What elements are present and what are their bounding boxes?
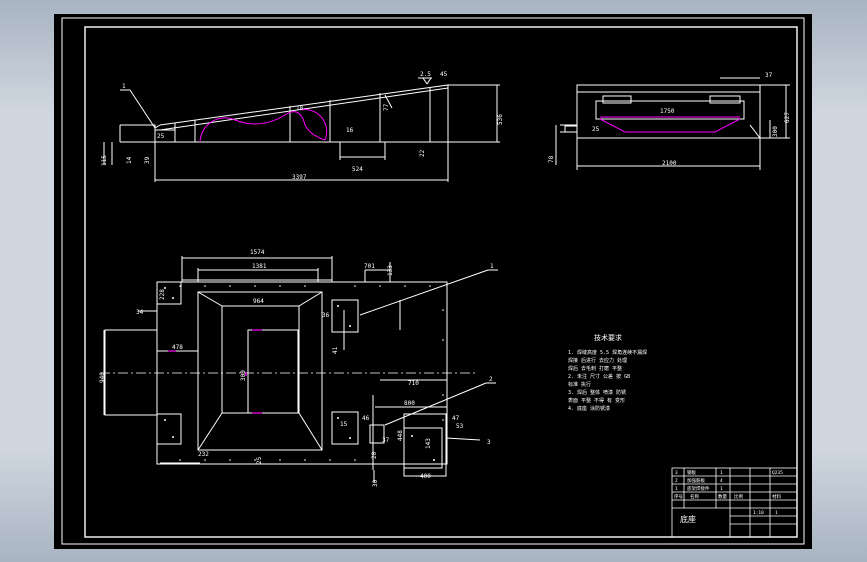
tb-sheet: 1 bbox=[775, 510, 778, 516]
tb-r2-no: 2 bbox=[675, 478, 678, 484]
side-dim-rise: 22 bbox=[419, 149, 426, 157]
sheet-border bbox=[61, 17, 805, 545]
note-line-2: 焊接 后进行 去应力 处理 bbox=[568, 357, 627, 364]
side-dim-left-offset: 39 bbox=[144, 156, 151, 164]
side-view-labels: 1 3397 536 115 14 39 25 22 77 18 2.5 16 … bbox=[101, 71, 504, 181]
plan-dim-rx11: 30 bbox=[372, 479, 379, 487]
plan-dim-pad: 701 bbox=[364, 263, 375, 270]
plan-dim-left-block: 34 bbox=[136, 309, 144, 316]
callout-3: 3 bbox=[487, 439, 491, 446]
note-line-5: 标准 执行 bbox=[568, 381, 591, 388]
side-view-cutouts bbox=[199, 109, 328, 143]
tb-hdr-name: 名称 bbox=[690, 493, 699, 500]
note-line-7: 表面 平整 不得 有 变形 bbox=[568, 397, 625, 404]
end-view-labels: 2100 1750 37 627 300 25 78 bbox=[548, 72, 791, 167]
tb-r3-no: 1 bbox=[675, 486, 678, 492]
end-dim-right: 300 bbox=[772, 126, 779, 137]
technical-notes: 技术要求 1. 焊缝高度 5.5 焊角连续不漏焊 焊接 后进行 去应力 处理 焊… bbox=[568, 333, 647, 412]
plan-dim-height: 940 bbox=[99, 372, 106, 383]
side-dim-slope: 77 bbox=[383, 103, 390, 111]
end-dim-width: 2100 bbox=[662, 160, 677, 167]
plan-dim-rx12: 20 bbox=[371, 451, 378, 459]
note-line-6: 3. 焊后 整体 喷漆 防锈 bbox=[568, 389, 626, 396]
plan-dim-rx13: 46 bbox=[362, 415, 370, 422]
end-dim-center: 1750 bbox=[660, 108, 675, 115]
plan-dim-rx7: 400 bbox=[420, 473, 431, 480]
tb-r3-name: 底架焊接件 bbox=[687, 485, 710, 492]
tb-drawing-name: 底座 bbox=[680, 514, 696, 524]
tb-r3-qty: 1 bbox=[720, 486, 723, 492]
plan-dim-right-w: 710 bbox=[408, 380, 419, 387]
side-part-label: 1 bbox=[122, 83, 126, 90]
side-dim-step: 25 bbox=[157, 133, 165, 140]
tb-hdr-no: 序号 bbox=[674, 493, 683, 500]
plan-dim-rx10: 41 bbox=[332, 346, 339, 354]
plan-dim-overall: 1574 bbox=[250, 249, 265, 256]
plan-dim-bottom: 232 bbox=[198, 451, 209, 458]
note-line-1: 1. 焊缝高度 5.5 焊角连续不漏焊 bbox=[568, 349, 647, 356]
end-dim-top: 37 bbox=[765, 72, 773, 79]
title-block-text: 3 钢板 1 Q235 2 加强筋板 4 1 底架焊接件 1 序号 名称 数量 … bbox=[674, 469, 783, 524]
tb-r2-name: 加强筋板 bbox=[687, 477, 705, 484]
plan-dim-ref: 25 bbox=[256, 456, 263, 464]
tb-r2-qty: 4 bbox=[720, 478, 723, 484]
plan-dim-rx4: 53 bbox=[456, 423, 464, 430]
plan-view-callouts bbox=[359, 269, 498, 441]
end-dim-height: 627 bbox=[784, 112, 791, 123]
note-line-3: 焊后 去毛刺 打磨 平整 bbox=[568, 365, 622, 372]
side-dim-angle: 18 bbox=[296, 105, 304, 112]
tb-hdr-qty: 数量 bbox=[718, 493, 727, 500]
tb-scale: 1:10 bbox=[753, 510, 764, 516]
side-dim-left-gap: 115 bbox=[101, 155, 108, 166]
tb-hdr-scale: 比例 bbox=[734, 493, 743, 500]
plan-view-bolts bbox=[164, 285, 444, 461]
plan-dim-rib: 228 bbox=[159, 289, 166, 300]
plan-dim-left-width: 478 bbox=[172, 344, 183, 351]
tb-r1-qty: 1 bbox=[720, 470, 723, 476]
plan-view-accents bbox=[168, 329, 262, 414]
end-view-accent bbox=[599, 116, 741, 133]
callout-2: 2 bbox=[489, 376, 493, 383]
tb-r1-no: 3 bbox=[675, 470, 678, 476]
plan-dim-rx5: 143 bbox=[425, 438, 432, 449]
side-dim-total-length: 3397 bbox=[292, 174, 307, 181]
end-view bbox=[555, 77, 790, 170]
plan-dim-rx8: 15 bbox=[340, 421, 348, 428]
tb-hdr-mat: 材料 bbox=[772, 493, 781, 500]
plan-dim-rx6: 448 bbox=[397, 430, 404, 441]
plan-dim-mid: 300 bbox=[240, 370, 247, 381]
drawing-frame bbox=[84, 26, 798, 538]
note-line-4: 2. 未注 尺寸 公差 按 GB bbox=[568, 373, 630, 380]
plan-dim-inner-box: 964 bbox=[253, 298, 264, 305]
plan-view-labels: 1574 1381 964 478 940 300 701 133 34 228… bbox=[99, 249, 494, 487]
plan-dim-rx9: 37 bbox=[382, 437, 390, 444]
plan-dim-rx2: 36 bbox=[322, 312, 330, 319]
end-dim-left-base: 78 bbox=[548, 155, 555, 163]
note-line-8: 4. 底座 涂防锈漆 bbox=[568, 405, 610, 412]
side-dim-top: 2.5 bbox=[420, 71, 431, 78]
tb-r1-mat: Q235 bbox=[772, 470, 783, 476]
plan-dim-inner-top: 1381 bbox=[252, 263, 267, 270]
plan-dim-rx1: 800 bbox=[404, 400, 415, 407]
side-dim-left-small: 14 bbox=[126, 156, 133, 164]
callout-1: 1 bbox=[490, 263, 494, 270]
plan-dim-rx3: 47 bbox=[452, 415, 460, 422]
side-dim-base-seg: 524 bbox=[352, 166, 363, 173]
side-dim-top-right: 45 bbox=[440, 71, 448, 78]
side-dim-mid: 16 bbox=[346, 127, 354, 134]
plan-dim-pad-h: 133 bbox=[387, 265, 394, 276]
end-dim-left-gap: 25 bbox=[592, 126, 600, 133]
tb-r1-name: 钢板 bbox=[687, 469, 696, 476]
side-dim-height: 536 bbox=[497, 114, 504, 125]
title-block bbox=[671, 467, 798, 538]
notes-heading: 技术要求 bbox=[594, 333, 622, 342]
